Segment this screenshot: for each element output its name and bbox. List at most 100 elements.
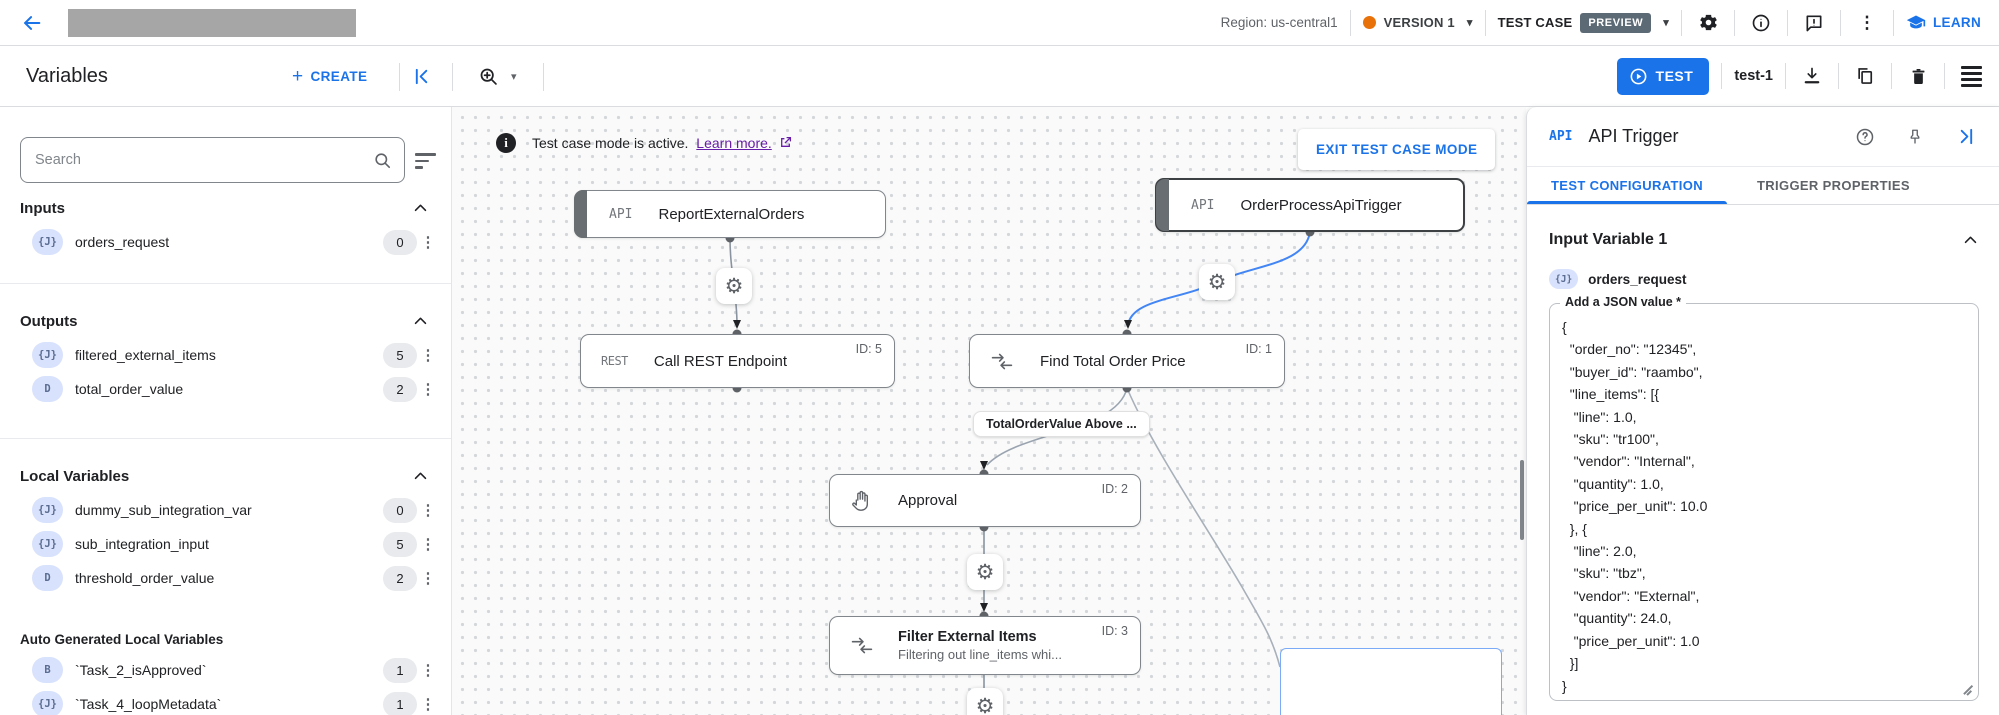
node-order-process-api-trigger[interactable]: API OrderProcessApiTrigger: [1155, 178, 1465, 232]
collapse-sidebar-button[interactable]: [413, 46, 432, 106]
edge-condition-label[interactable]: TotalOrderValue Above ...: [973, 411, 1150, 437]
node-approval[interactable]: Approval ID: 2: [829, 474, 1141, 527]
panel-variable-row: {J} orders_request: [1549, 269, 1979, 289]
chevron-down-icon: ▾: [1466, 17, 1473, 29]
pin-button[interactable]: [1901, 123, 1929, 151]
edge-menu-gear-icon[interactable]: ⚙: [1199, 264, 1235, 300]
edge-menu-gear-icon[interactable]: ⚙: [967, 554, 1003, 590]
exit-test-case-mode-button[interactable]: EXIT TEST CASE MODE: [1298, 129, 1496, 170]
variable-row-task2-isapproved[interactable]: B `Task_2_isApproved` 1 ⋮: [0, 653, 451, 687]
canvas-scrollbar[interactable]: [1520, 460, 1524, 540]
json-value-field[interactable]: Add a JSON value * { "order_no": "12345"…: [1549, 295, 1979, 701]
variable-row-dummy-sub-integration-var[interactable]: {J} dummy_sub_integration_var 0 ⋮: [0, 493, 451, 527]
node-filter-external-items[interactable]: Filter External Items Filtering out line…: [829, 616, 1141, 675]
variable-menu-button[interactable]: ⋮: [420, 661, 436, 679]
feedback-button[interactable]: [1800, 9, 1828, 37]
section-outputs[interactable]: Outputs: [0, 304, 451, 338]
variable-row-sub-integration-input[interactable]: {J} sub_integration_input 5 ⋮: [0, 527, 451, 561]
input-variable-section-title: Input Variable 1: [1549, 231, 1668, 248]
more-options-button[interactable]: ⋮: [1858, 12, 1876, 32]
menu-lines-icon: [1960, 65, 1982, 69]
divider: [543, 63, 544, 91]
search-field[interactable]: [20, 137, 405, 183]
workflow-canvas[interactable]: i Test case mode is active. Learn more. …: [452, 107, 1526, 715]
collapse-panel-button[interactable]: [1951, 123, 1979, 151]
resize-handle[interactable]: [1963, 685, 1973, 695]
empty-node-placeholder[interactable]: [1280, 648, 1502, 715]
section-title: Local Variables: [20, 467, 130, 485]
variable-row-task4-loopmetadata[interactable]: {J} `Task_4_loopMetadata` 1 ⋮: [0, 687, 451, 715]
variable-row-total-order-value[interactable]: D total_order_value 2 ⋮: [0, 372, 451, 406]
section-title: Outputs: [20, 312, 78, 330]
chevron-down-icon: ▾: [511, 70, 517, 83]
variable-row-orders-request[interactable]: {J} orders_request 0 ⋮: [0, 225, 451, 259]
variable-row-threshold-order-value[interactable]: D threshold_order_value 2 ⋮: [0, 561, 451, 595]
usage-count-badge: 0: [383, 497, 417, 523]
settings-button[interactable]: [1694, 9, 1722, 37]
variable-menu-button[interactable]: ⋮: [420, 535, 436, 553]
banner-message: Test case mode is active.: [532, 135, 689, 151]
copy-button[interactable]: [1851, 62, 1879, 90]
data-mapping-icon: [990, 353, 1014, 370]
tab-test-configuration[interactable]: TEST CONFIGURATION: [1527, 167, 1727, 204]
node-report-external-orders[interactable]: API ReportExternalOrders: [574, 190, 886, 238]
divider: [1893, 9, 1894, 36]
chevron-down-icon: ▾: [1663, 17, 1669, 29]
help-button[interactable]: [1851, 123, 1879, 151]
log-menu-button[interactable]: [1957, 62, 1985, 90]
trash-icon: [1912, 68, 1924, 84]
node-title: Approval: [898, 492, 958, 509]
learn-more-link[interactable]: Learn more.: [696, 135, 772, 151]
test-button[interactable]: TEST: [1616, 57, 1710, 95]
graduation-cap-icon: [1906, 15, 1926, 28]
node-find-total-order-price[interactable]: Find Total Order Price ID: 1: [969, 334, 1285, 388]
api-badge: API: [1549, 129, 1573, 144]
test-case-label: TEST CASE: [1497, 15, 1573, 30]
collapse-right-icon: [1960, 128, 1972, 145]
zoom-control[interactable]: ▾: [478, 46, 517, 106]
variable-menu-button[interactable]: ⋮: [420, 695, 436, 713]
test-case-name[interactable]: test-1: [1734, 68, 1773, 84]
variable-menu-button[interactable]: ⋮: [420, 501, 436, 519]
test-button-label: TEST: [1655, 68, 1694, 84]
variable-row-filtered-external-items[interactable]: {J} filtered_external_items 5 ⋮: [0, 338, 451, 372]
variable-menu-button[interactable]: ⋮: [420, 233, 436, 251]
divider: [1840, 9, 1841, 36]
sort-button[interactable]: [415, 151, 439, 169]
node-id: ID: 1: [1245, 342, 1272, 356]
section-inputs[interactable]: Inputs: [0, 191, 451, 225]
variable-menu-button[interactable]: ⋮: [420, 569, 436, 587]
divider: [399, 63, 400, 91]
download-button[interactable]: [1798, 62, 1826, 90]
gear-icon: [1699, 14, 1717, 31]
top-app-bar: Region: us-central1 VERSION 1 ▾ TEST CAS…: [0, 0, 1999, 46]
divider: [1681, 9, 1682, 36]
json-type-badge: {J}: [32, 531, 63, 557]
edge-menu-gear-icon[interactable]: ⚙: [716, 268, 752, 304]
info-button[interactable]: [1747, 9, 1775, 37]
tab-trigger-properties[interactable]: TRIGGER PROPERTIES: [1757, 178, 1910, 193]
section-auto-generated: Auto Generated Local Variables: [0, 625, 451, 653]
panel-title: API Trigger: [1588, 126, 1679, 146]
json-field-label: Add a JSON value *: [1560, 295, 1687, 309]
json-type-badge: {J}: [32, 229, 63, 255]
delete-button[interactable]: [1904, 62, 1932, 90]
variables-toolbar: Variables + CREATE ▾ TEST test-1: [0, 46, 1999, 107]
variable-name: orders_request: [75, 234, 170, 250]
variable-menu-button[interactable]: ⋮: [420, 380, 436, 398]
back-button[interactable]: [18, 9, 46, 37]
test-case-menu[interactable]: TEST CASE PREVIEW ▾: [1497, 12, 1669, 33]
version-menu[interactable]: VERSION 1 ▾: [1362, 15, 1473, 30]
json-value-input[interactable]: { "order_no": "12345", "buyer_id": "raam…: [1562, 319, 1708, 694]
edge-menu-gear-icon[interactable]: ⚙: [967, 688, 1003, 715]
section-local-variables[interactable]: Local Variables: [0, 459, 451, 493]
banner-text: Test case mode is active. Learn more.: [532, 135, 792, 151]
node-call-rest-endpoint[interactable]: REST Call REST Endpoint ID: 5: [580, 334, 895, 388]
create-variable-button[interactable]: + CREATE: [292, 46, 367, 106]
variable-name: `Task_2_isApproved`: [75, 662, 207, 678]
chevron-up-icon[interactable]: [1962, 232, 1979, 249]
learn-button[interactable]: LEARN: [1906, 13, 1981, 33]
variable-menu-button[interactable]: ⋮: [420, 346, 436, 364]
search-input[interactable]: [35, 152, 373, 168]
